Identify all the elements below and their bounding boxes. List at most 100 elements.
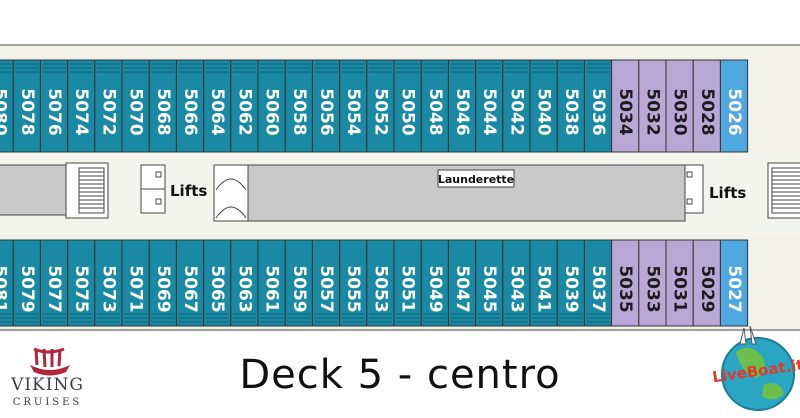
cabin-5036[interactable]: 5036 <box>583 59 613 153</box>
cabin-number: 5055 <box>343 265 363 312</box>
deck-title: Deck 5 - centro <box>239 352 561 398</box>
cabin-box <box>94 239 123 327</box>
cabin-box <box>148 239 177 327</box>
cabin-5046[interactable]: 5046 <box>447 59 477 153</box>
cabin-5052[interactable]: 5052 <box>366 59 395 153</box>
cabin-5059[interactable]: 5059 <box>284 239 313 327</box>
cabin-number: 5074 <box>71 88 91 135</box>
cabin-5060[interactable]: 5060 <box>257 59 286 153</box>
cabin-box <box>502 239 531 327</box>
cabin-5047[interactable]: 5047 <box>447 239 477 327</box>
cabin-5053[interactable]: 5053 <box>366 239 395 327</box>
cabin-number: 5077 <box>44 265 64 312</box>
cabin-5065[interactable]: 5065 <box>203 239 232 327</box>
cabin-5072[interactable]: 5072 <box>94 59 123 153</box>
brand-tagline: CRUISES <box>12 397 83 408</box>
cabin-number: 5040 <box>534 88 554 135</box>
cabin-number: 5067 <box>180 265 200 312</box>
cabin-number: 5068 <box>153 88 173 135</box>
cabin-number: 5073 <box>98 265 118 312</box>
cabin-number: 5050 <box>398 88 418 135</box>
cabin-number: 5080 <box>0 88 10 135</box>
cabin-number: 5059 <box>289 265 309 312</box>
cabin-5035[interactable]: 5035 <box>611 239 640 327</box>
service-block-left <box>0 164 67 216</box>
cabin-5079[interactable]: 5079 <box>12 239 41 327</box>
cabin-number: 5064 <box>207 88 227 135</box>
viking-ship-logo-icon <box>30 347 70 376</box>
cabin-box <box>583 59 613 153</box>
cabin-number: 5039 <box>561 265 581 312</box>
cabin-5042[interactable]: 5042 <box>502 59 531 153</box>
cabin-number: 5045 <box>479 265 499 312</box>
cabin-5027[interactable]: 5027 <box>719 239 749 327</box>
liveboat-logo-icon <box>721 325 795 411</box>
cabin-5026[interactable]: 5026 <box>719 59 749 153</box>
stairs-right-icon <box>767 162 800 219</box>
cabin-5078[interactable]: 5078 <box>12 59 41 153</box>
cabin-5028[interactable]: 5028 <box>692 59 721 153</box>
cabin-5031[interactable]: 5031 <box>665 239 694 327</box>
cabin-5064[interactable]: 5064 <box>203 59 232 153</box>
cabin-number: 5069 <box>153 265 173 312</box>
cabin-5033[interactable]: 5033 <box>638 239 667 327</box>
cabin-box <box>638 239 667 327</box>
lifts-left-label: Lifts <box>170 182 207 200</box>
cabin-number: 5057 <box>316 265 336 312</box>
cabin-number: 5035 <box>615 265 635 312</box>
cabin-number: 5078 <box>17 88 37 135</box>
cabin-box <box>230 59 259 153</box>
cabin-5069[interactable]: 5069 <box>148 239 177 327</box>
cabin-5051[interactable]: 5051 <box>393 239 422 327</box>
cabin-number: 5043 <box>506 265 526 312</box>
cabin-number: 5053 <box>370 265 390 312</box>
lifts-right-label: Lifts <box>709 184 746 202</box>
cabin-5055[interactable]: 5055 <box>339 239 368 327</box>
cabin-5058[interactable]: 5058 <box>284 59 313 153</box>
cabin-5050[interactable]: 5050 <box>393 59 422 153</box>
cabin-5066[interactable]: 5066 <box>175 59 205 153</box>
cabin-number: 5036 <box>588 88 608 135</box>
cabin-5068[interactable]: 5068 <box>148 59 177 153</box>
cabin-5070[interactable]: 5070 <box>121 59 150 153</box>
cabin-number: 5028 <box>697 88 717 135</box>
cabin-5054[interactable]: 5054 <box>339 59 368 153</box>
cabin-5056[interactable]: 5056 <box>311 59 341 153</box>
cabin-5049[interactable]: 5049 <box>420 239 449 327</box>
cabin-5041[interactable]: 5041 <box>529 239 558 327</box>
cabin-number: 5081 <box>0 265 10 312</box>
cabin-5076[interactable]: 5076 <box>39 59 69 153</box>
cabin-5073[interactable]: 5073 <box>94 239 123 327</box>
cabin-5029[interactable]: 5029 <box>692 239 721 327</box>
cabin-5032[interactable]: 5032 <box>638 59 667 153</box>
cabin-5038[interactable]: 5038 <box>556 59 585 153</box>
cabin-5045[interactable]: 5045 <box>475 239 504 327</box>
cabin-5037[interactable]: 5037 <box>583 239 613 327</box>
cabin-5081[interactable]: 5081 <box>0 239 14 327</box>
cabin-5067[interactable]: 5067 <box>175 239 205 327</box>
cabin-5074[interactable]: 5074 <box>67 59 96 153</box>
cabin-5039[interactable]: 5039 <box>556 239 585 327</box>
cabin-box <box>583 239 613 327</box>
cabin-5048[interactable]: 5048 <box>420 59 449 153</box>
cabin-5061[interactable]: 5061 <box>257 239 286 327</box>
cabin-5057[interactable]: 5057 <box>311 239 341 327</box>
cabin-5080[interactable]: 5080 <box>0 59 14 153</box>
cabin-5043[interactable]: 5043 <box>502 239 531 327</box>
cabin-5077[interactable]: 5077 <box>39 239 69 327</box>
cabin-5071[interactable]: 5071 <box>121 239 150 327</box>
cabin-5034[interactable]: 5034 <box>611 59 640 153</box>
cabin-number: 5049 <box>425 265 445 312</box>
cabin-5062[interactable]: 5062 <box>230 59 259 153</box>
cabin-5075[interactable]: 5075 <box>67 239 96 327</box>
cabin-number: 5061 <box>262 265 282 312</box>
launderette-box <box>437 169 515 188</box>
cabin-box <box>665 239 694 327</box>
cabin-5040[interactable]: 5040 <box>529 59 558 153</box>
cabin-number: 5031 <box>670 265 690 312</box>
cabin-5044[interactable]: 5044 <box>475 59 504 153</box>
cabin-5063[interactable]: 5063 <box>230 239 259 327</box>
cabin-number: 5037 <box>588 265 608 312</box>
cabin-5030[interactable]: 5030 <box>665 59 694 153</box>
